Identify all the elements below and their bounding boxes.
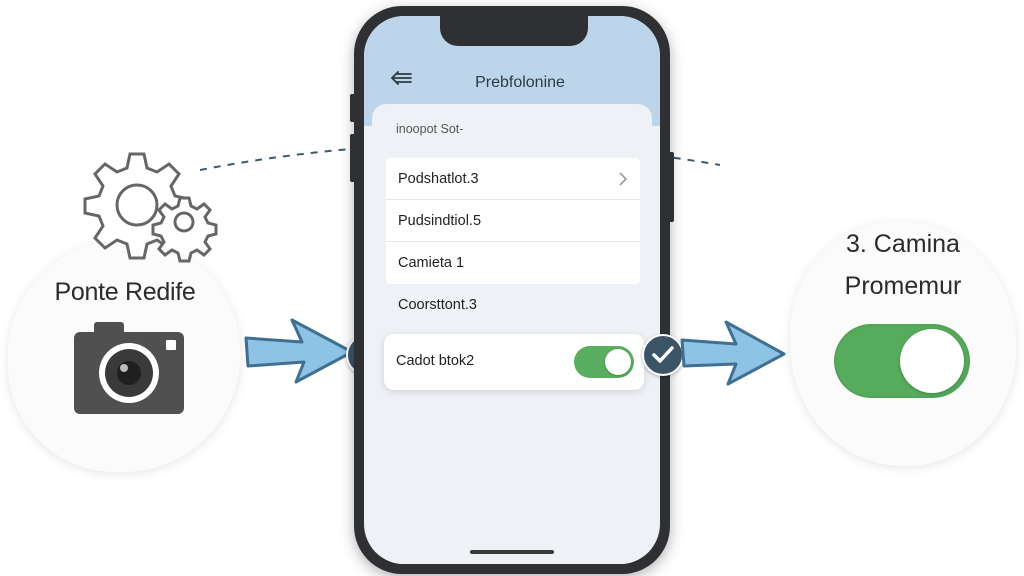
- section-label: inoopot Sot-: [396, 122, 464, 136]
- toggle-row: Cadot btok2: [384, 334, 644, 390]
- settings-row[interactable]: Camieta 1: [386, 242, 640, 284]
- check-badge-right: [642, 334, 684, 376]
- phone-screen: Prebfolonine inoopot Sot- Podshatlot.3 P…: [364, 16, 660, 564]
- camera-icon: [74, 322, 184, 414]
- gear-icon: [83, 152, 218, 263]
- check-icon: [652, 346, 674, 363]
- settings-row[interactable]: Podshatlot.3: [386, 158, 640, 200]
- phone-frame: Prebfolonine inoopot Sot- Podshatlot.3 P…: [350, 6, 674, 574]
- screen-title: Prebfolonine: [475, 74, 565, 91]
- right-card-subtitle: Promemur: [844, 272, 962, 300]
- chevron-right-icon: [619, 172, 628, 186]
- settings-row[interactable]: Pudsindtiol.5: [386, 200, 640, 242]
- toggle-row-label: Cadot btok2: [396, 353, 475, 369]
- setting-toggle-switch[interactable]: [574, 346, 634, 378]
- row-label: Coorsttont.3: [398, 297, 477, 313]
- right-card-title: 3. Camina: [846, 230, 960, 258]
- settings-group: [386, 158, 640, 284]
- row-label: Camieta 1: [398, 255, 465, 271]
- row-label: Pudsindtiol.5: [398, 213, 482, 229]
- home-indicator: [470, 550, 554, 554]
- row-label: Podshatlot.3: [398, 171, 479, 187]
- phone-notch: [440, 16, 588, 46]
- back-arrow-icon[interactable]: [390, 71, 412, 85]
- arrow-right-icon: [680, 320, 786, 386]
- arrow-right-icon: [244, 318, 354, 384]
- large-toggle-switch[interactable]: [834, 324, 970, 398]
- left-card-label: Ponte Redife: [54, 278, 196, 306]
- settings-row[interactable]: Coorsttont.3: [386, 284, 640, 326]
